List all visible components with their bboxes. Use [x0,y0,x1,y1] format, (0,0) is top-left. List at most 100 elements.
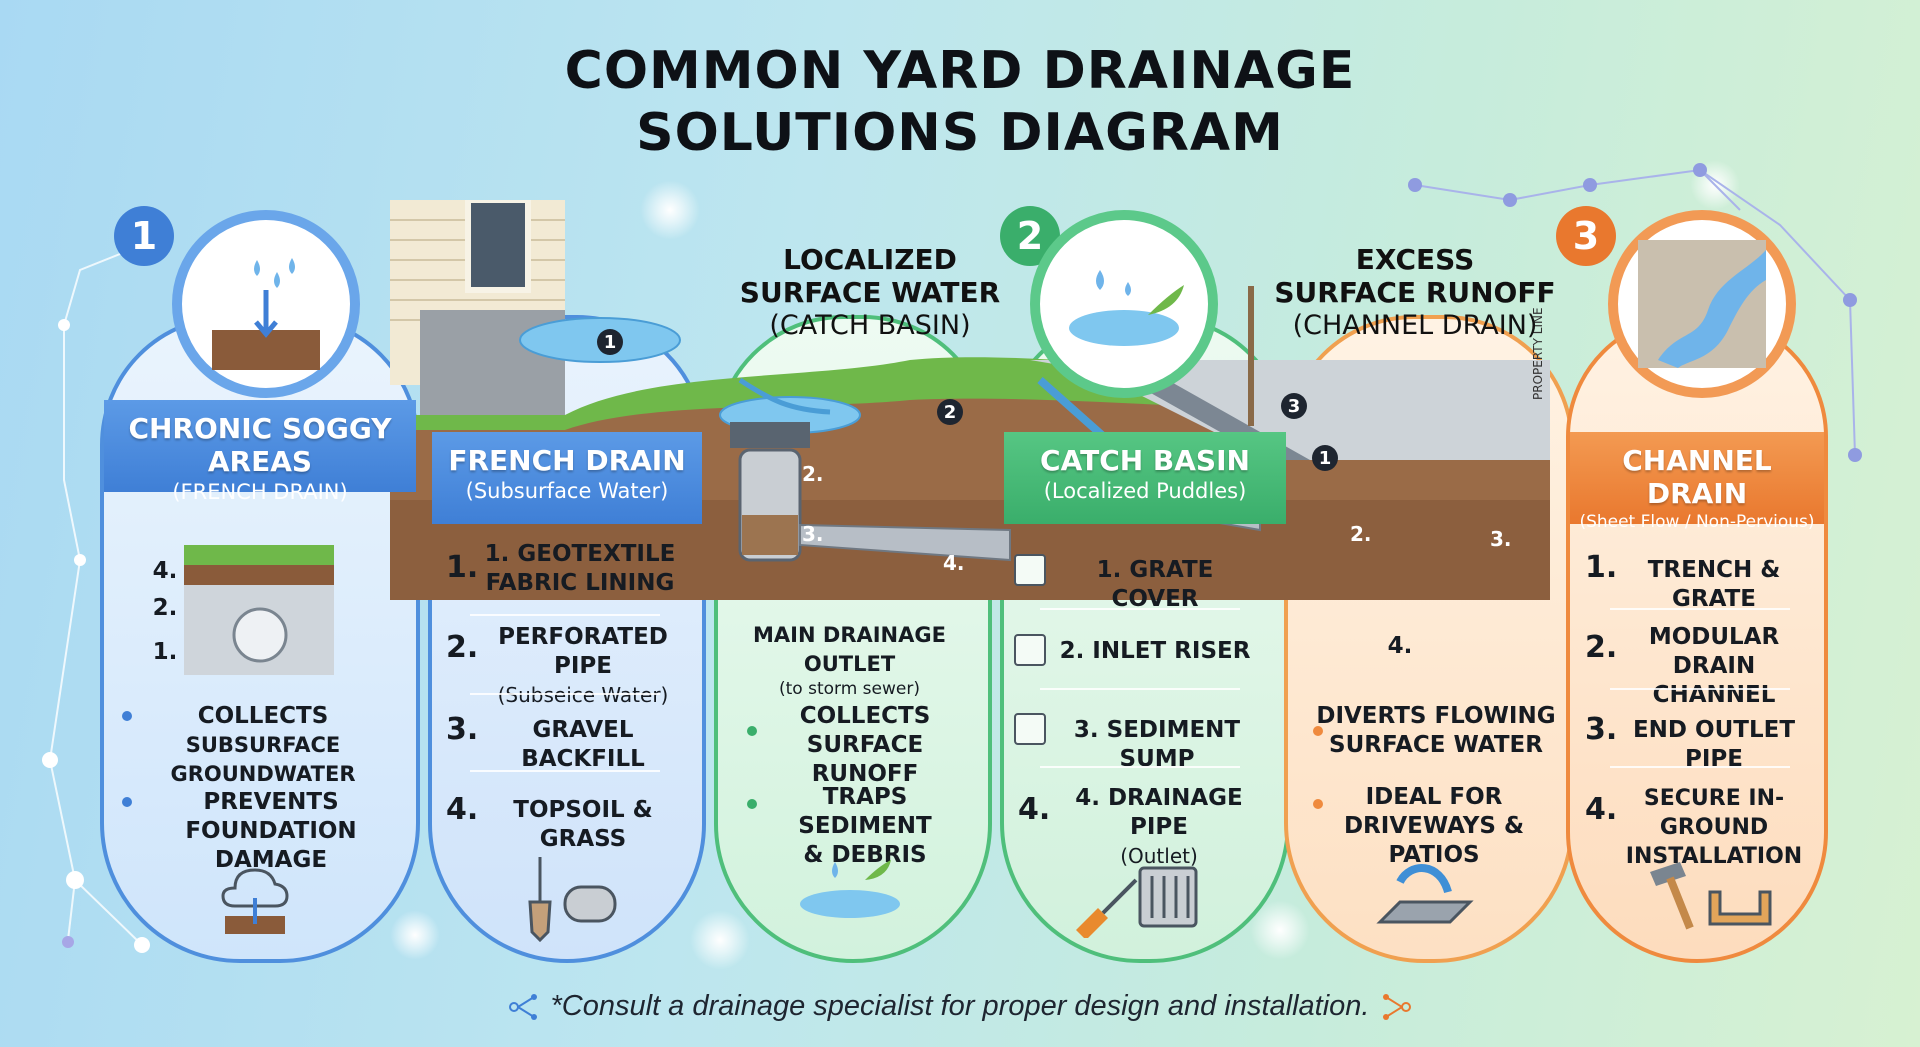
bullet-line: SURFACE WATER [1329,732,1543,758]
bullet-line: TRAPS SEDIMENT [798,784,932,839]
header-catch-basin: CATCH BASIN (Localized Puddles) [1004,432,1286,524]
header-channel-drain: CHANNEL DRAIN (Sheet Flow / Non-Pervious… [1570,432,1824,532]
divider [1610,688,1790,690]
item-line: 4. DRAINAGE PIPE [1075,785,1243,840]
soggy-ground-icon [172,210,360,398]
item-number: 2. [1585,630,1618,665]
item-line: 1. GRATE COVER [1096,557,1214,612]
callout-excess: EXCESS SURFACE RUNOFF (CHANNEL DRAIN) [1270,243,1560,342]
header-title: FRENCH DRAIN [448,444,686,477]
step-badge-3: 3 [1556,206,1616,266]
network-icon [1381,992,1412,1022]
callout-line: SURFACE RUNOFF [1274,276,1556,309]
diverted-water-icon [1376,864,1474,924]
item-line: 1. GEOTEXTILE [484,541,676,567]
header-chronic-soggy: CHRONIC SOGGY AREAS (FRENCH DRAIN) [104,400,416,504]
divider [1040,688,1240,690]
bullet-line: SUBSURFACE GROUNDWATER [170,733,356,786]
sparkle [390,910,440,960]
header-title: CHRONIC SOGGY AREAS [128,412,392,478]
item-line: TOPSOIL & GRASS [513,797,653,852]
outlet-line: (to storm sewer) [779,679,920,699]
footer-text: *Consult a drainage specialist for prope… [550,990,1370,1022]
bullet-text: TRAPS SEDIMENT & DEBRIS [755,783,975,870]
item-line: MODULAR DRAIN [1648,624,1780,679]
header-subtitle: (FRENCH DRAIN) [172,480,348,504]
callout-line: (CATCH BASIN) [769,310,971,341]
header-title: CHANNEL DRAIN [1622,444,1772,510]
callout-line: EXCESS [1355,243,1475,276]
callout-line: (CHANNEL DRAIN) [1292,310,1538,341]
item-line: INSTALLATION [1625,844,1803,869]
item-text: 2. INLET RISER [1050,637,1260,666]
hammer-channel-icon [1650,862,1772,930]
item-number: 1. [446,550,479,585]
item-text: 4. DRAINAGE PIPE (Outlet) [1050,784,1268,871]
item-line: 2. INLET RISER [1059,638,1251,664]
basin-label-3: 3. [802,522,824,546]
bullet-line: IDEAL FOR [1365,784,1503,810]
channel-label-2: 2. [1350,522,1372,546]
item-checkbox [1014,713,1046,745]
pipe-label-4: 4. [943,551,965,575]
footer-disclaimer: *Consult a drainage specialist for prope… [0,990,1920,1023]
item-number: 4. [1018,792,1051,827]
item-line: SECURE IN-GROUND [1643,786,1785,840]
item-text: TRENCH & GRATE [1616,556,1812,614]
layer-label: 4. [152,558,178,584]
property-line-label: PROPERTY LINE [1531,307,1545,400]
outlet-line: MAIN DRAINAGE OUTLET [753,623,946,676]
bullet-line: COLLECTS [197,703,329,729]
channel-label-3: 3. [1490,527,1512,551]
callout-line: LOCALIZED [783,243,957,276]
divider [1610,766,1790,768]
title-line-1: COMMON YARD DRAINAGE [564,41,1356,101]
bullet-text: COLLECTS SUBSURFACE GROUNDWATER [114,702,412,789]
header-title: CATCH BASIN [1040,444,1250,477]
layer-label: 1. [152,639,178,665]
divider [1040,608,1240,610]
bullet-line: DRIVEWAYS & PATIOS [1343,813,1525,868]
item-number: 3. [446,712,479,747]
outlet-text: MAIN DRAINAGE OUTLET (to storm sewer) [722,621,977,699]
divider [1610,608,1790,610]
layer-label: 2. [152,595,178,621]
bullet-text: IDEAL FOR DRIVEWAYS & PATIOS [1306,783,1562,870]
item-line: CHANNEL [1652,682,1776,708]
channel-flow-icon [1608,210,1796,398]
header-subtitle: (Localized Puddles) [1043,479,1247,503]
bullet-line: SURFACE RUNOFF [806,732,924,787]
bullet-dot [1313,726,1323,736]
item-line: (Subseice Water) [497,683,669,707]
bullet-line: DIVERTS FLOWING [1316,703,1556,729]
bullet-dot [747,799,757,809]
bullet-line: COLLECTS [799,703,931,729]
header-subtitle: (Sheet Flow / Non-Pervious) [1579,512,1815,532]
divider [470,614,660,616]
item-checkbox [1014,634,1046,666]
item-number: 4. [446,792,479,827]
rain-soil-icon [221,868,289,934]
divider [470,693,660,695]
item-checkbox [1014,554,1046,586]
bullet-text: COLLECTS SURFACE RUNOFF [755,702,975,789]
item-number: 2. [446,630,479,665]
item-line: TRENCH & GRATE [1647,557,1781,612]
sparkle [1250,900,1310,960]
step-badge-1: 1 [114,206,174,266]
bullet-line: DAMAGE [214,847,328,873]
bullet-dot [122,711,132,721]
item-text: 1. GRATE COVER [1050,556,1260,614]
callout-line: SURFACE WATER [739,276,1001,309]
item-text: GRAVEL BACKFILL [478,716,688,774]
item-number: 3. [1585,712,1618,747]
sparkle [690,910,750,970]
item-text: TOPSOIL & GRASS [478,796,688,854]
sparkle [640,180,700,240]
header-subtitle: (Subsurface Water) [465,479,669,503]
page-title: COMMON YARD DRAINAGE SOLUTIONS DIAGRAM [0,40,1920,164]
divider [1040,766,1240,768]
item-text: MODULAR DRAIN CHANNEL [1616,623,1812,710]
bullet-text: PREVENTS FOUNDATION DAMAGE [126,788,416,875]
